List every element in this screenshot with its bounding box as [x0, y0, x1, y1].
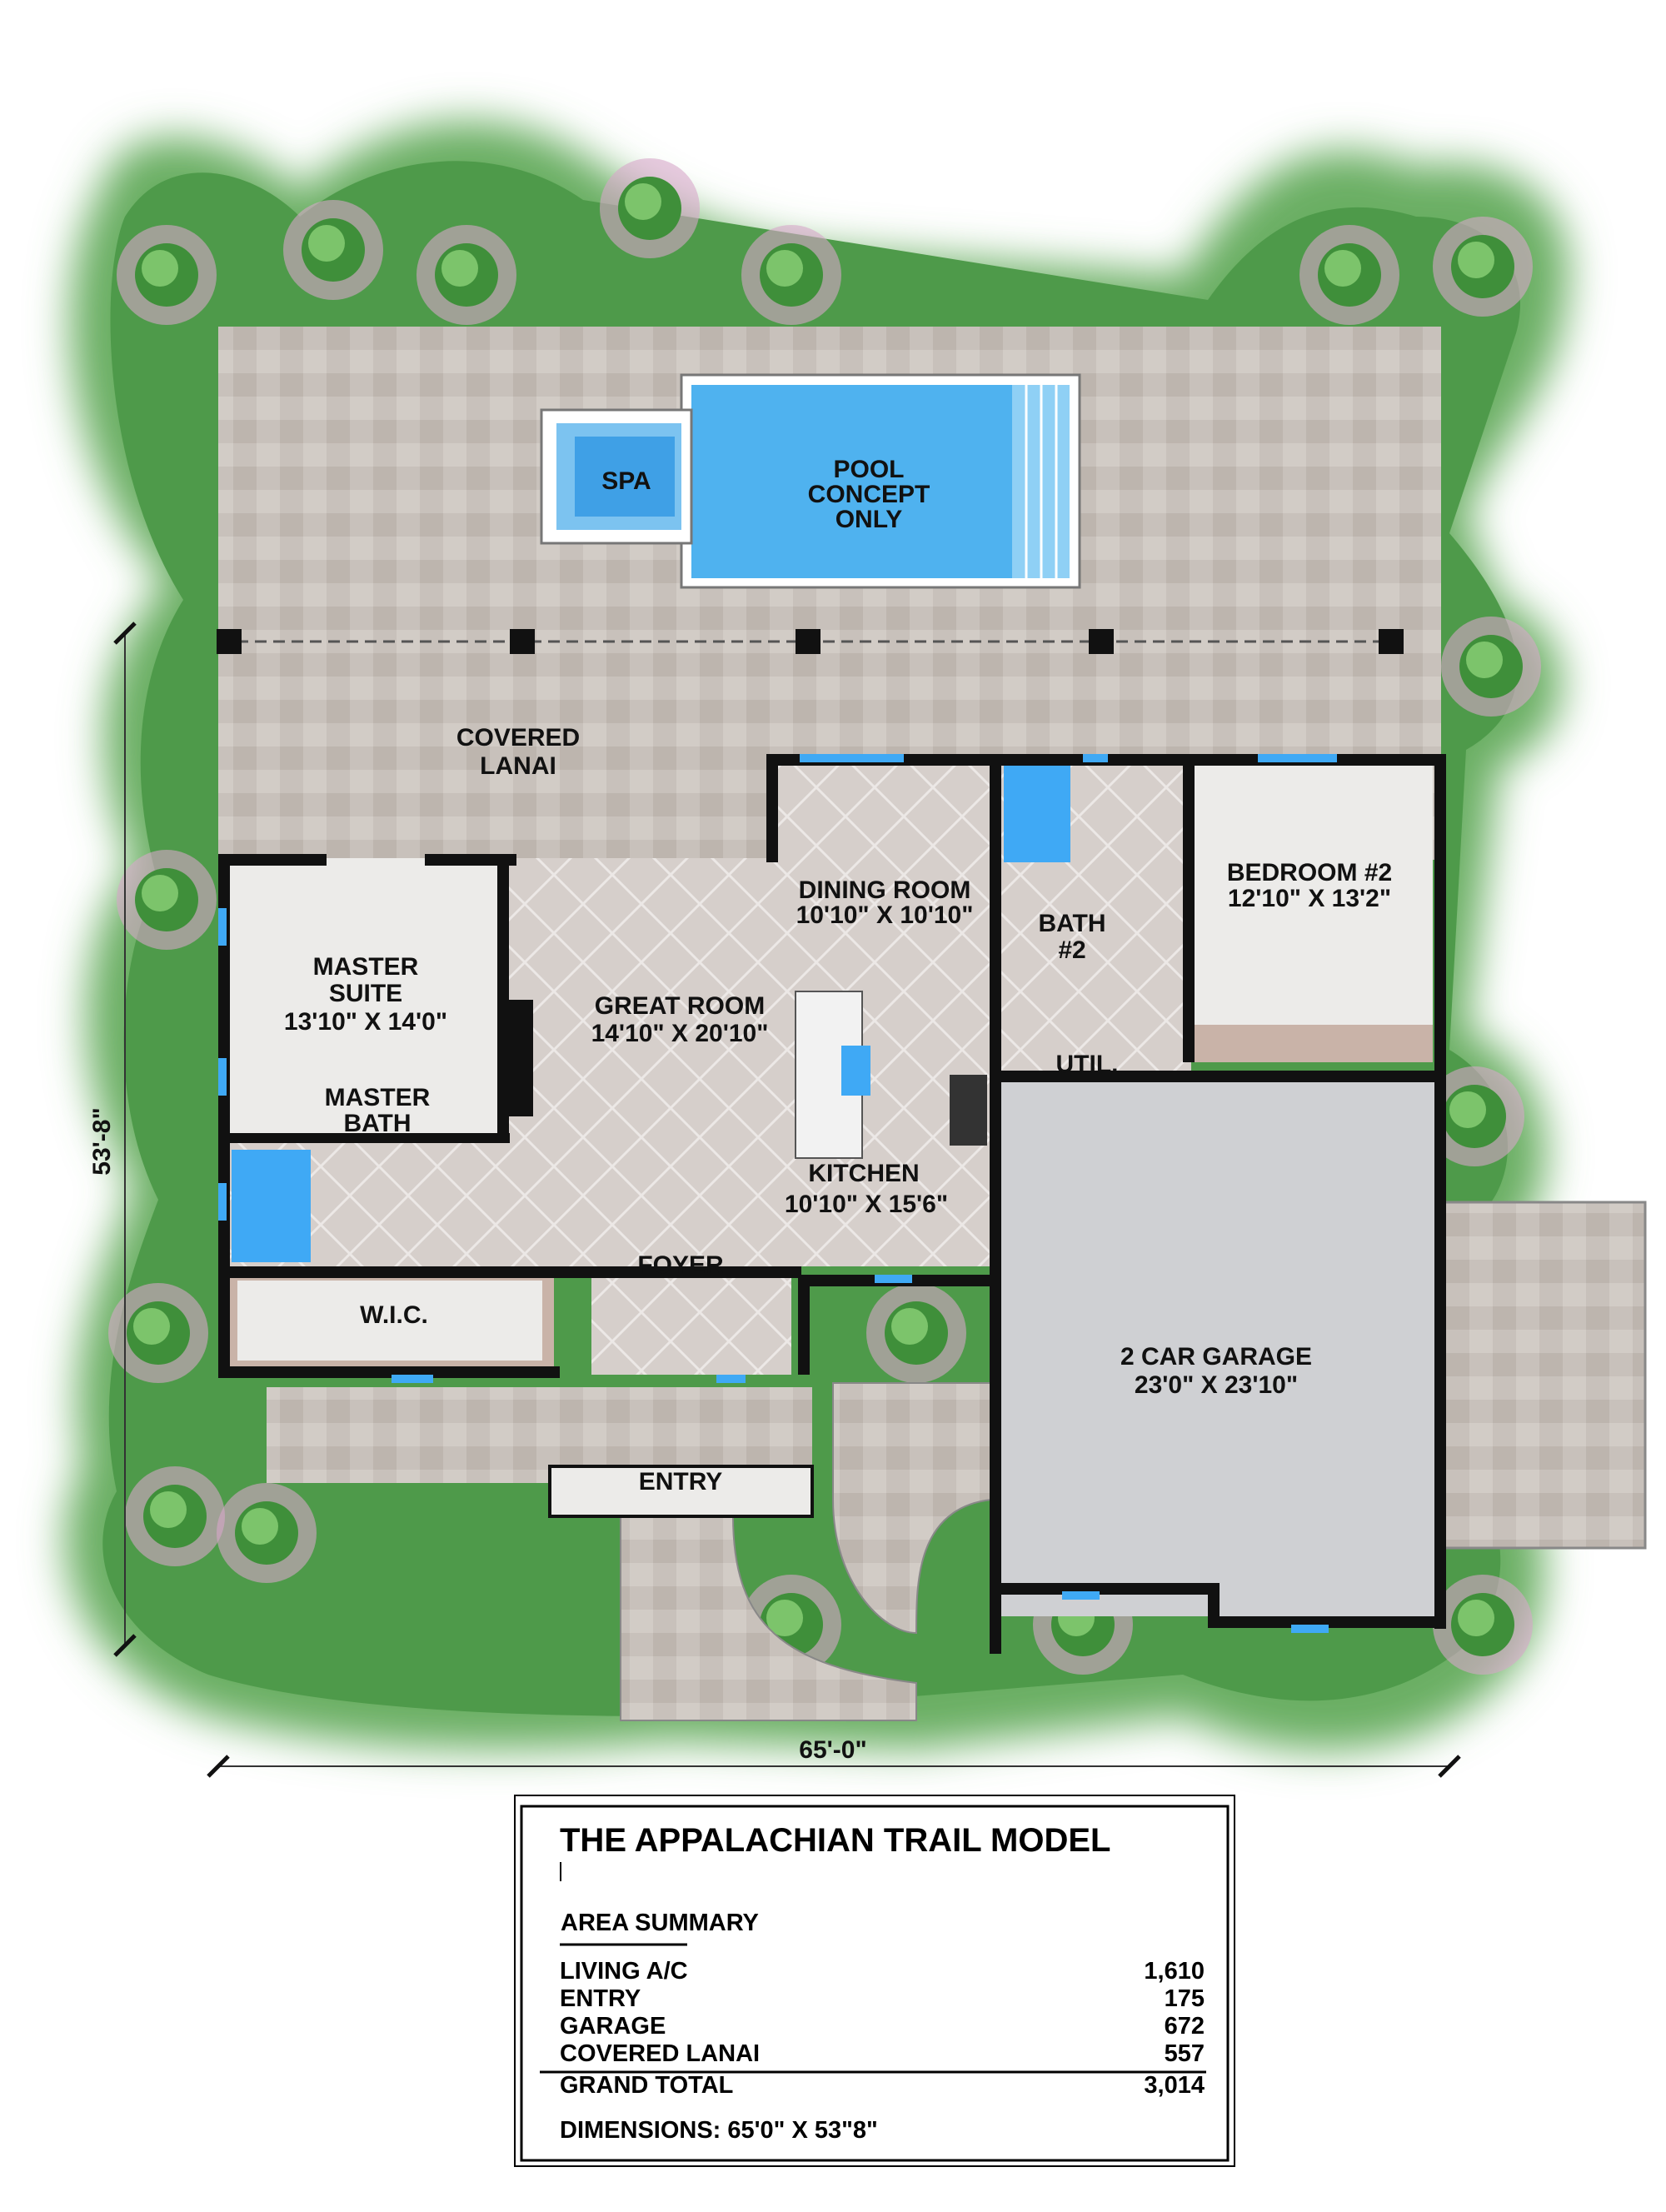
walkway-curve [832, 1382, 992, 1635]
plant [117, 850, 217, 950]
bath2-label-2: #2 [1058, 936, 1085, 964]
summary-row-value: 557 [1165, 2040, 1205, 2067]
master-suite-size: 13'10" X 14'0" [284, 1008, 447, 1036]
master-shower [232, 1150, 311, 1262]
pool-label-1: POOL [833, 456, 904, 483]
summary-row-value: 672 [1165, 2013, 1205, 2040]
covered-lanai-label-1: COVERED [456, 724, 580, 751]
garage-floor [995, 1075, 1441, 1616]
area-summary-heading: AREA SUMMARY [561, 1910, 759, 1936]
summary-row-value: 175 [1165, 1985, 1205, 2012]
grand-total-label: GRAND TOTAL [560, 2072, 733, 2099]
width-dimension: 65'-0" [799, 1736, 866, 1764]
range [950, 1075, 987, 1146]
dining-room-size: 10'10" X 10'10" [796, 901, 974, 929]
dining-floor [771, 754, 995, 921]
plant [741, 225, 841, 325]
walkway [620, 1515, 917, 1721]
plant [108, 1283, 208, 1383]
plant [117, 225, 217, 325]
bath2-shower [1004, 762, 1070, 862]
garage-label: 2 CAR GARAGE [1120, 1343, 1312, 1371]
dimensions-text: DIMENSIONS: 65'0" X 53"8" [560, 2117, 878, 2144]
covered-lanai-label-2: LANAI [480, 752, 556, 780]
spa-label: SPA [601, 467, 651, 495]
grand-total-value: 3,014 [1144, 2072, 1205, 2099]
room-labels: COVERED LANAI DINING ROOM 10'10" X 10'10… [284, 724, 1392, 1495]
great-room-size: 14'10" X 20'10" [591, 1020, 769, 1047]
foyer-floor [591, 1275, 791, 1375]
great-room-label: GREAT ROOM [595, 992, 765, 1020]
master-bath-label-1: MASTER [325, 1084, 431, 1111]
wic-label: W.I.C. [360, 1301, 428, 1329]
driveway [1439, 1201, 1647, 1550]
bath2-label-1: BATH [1038, 910, 1105, 937]
bedroom2-size: 12'10" X 13'2" [1228, 885, 1391, 912]
dimension-lines: 53'-8" 65'-0" [88, 622, 1461, 1778]
master-suite-floor [225, 858, 500, 1133]
bedroom2-floor [1191, 762, 1433, 1025]
plant [866, 1283, 966, 1383]
master-bath-label-2: BATH [343, 1110, 411, 1137]
plant-clusters [108, 158, 1541, 1675]
bedroom2-label: BEDROOM #2 [1227, 859, 1392, 886]
windows [218, 754, 1337, 1633]
pool: SPA POOL CONCEPT ONLY [540, 373, 1081, 589]
entry-step [548, 1465, 814, 1518]
pool-label-2: CONCEPT [808, 481, 930, 508]
depth-dimension: 53'-8" [88, 1107, 116, 1175]
garage-size: 23'0" X 23'10" [1135, 1371, 1298, 1399]
kitchen-size: 10'10" X 15'6" [785, 1191, 948, 1218]
summary-row-label: LIVING A/C [560, 1958, 688, 1985]
summary-row-label: GARAGE [560, 2013, 666, 2040]
dining-room-label: DINING ROOM [799, 876, 971, 904]
plant [217, 1483, 317, 1583]
model-title: THE APPALACHIAN TRAIL MODEL [560, 1822, 1110, 1859]
plant [600, 158, 700, 258]
pool-label-3: ONLY [835, 506, 903, 533]
plant [1424, 1066, 1524, 1166]
foyer-label: FOYER [637, 1251, 724, 1279]
plant [1299, 225, 1399, 325]
plant [125, 1466, 225, 1566]
summary-row-label: COVERED LANAI [560, 2040, 760, 2067]
area-summary-box: THE APPALACHIAN TRAIL MODEL AREA SUMMARY… [514, 1795, 1235, 2167]
summary-row-value: 1,610 [1144, 1958, 1205, 1985]
kitchen-label: KITCHEN [808, 1160, 919, 1187]
plant [1433, 1575, 1533, 1675]
entry-label: ENTRY [639, 1468, 723, 1495]
master-suite-label-1: MASTER [313, 953, 419, 981]
plant [1441, 617, 1541, 717]
summary-row-label: ENTRY [560, 1985, 641, 2012]
util-label: UTIL. [1056, 1051, 1119, 1078]
plant [416, 225, 516, 325]
plant [283, 200, 383, 300]
plant [1433, 217, 1533, 317]
lanai-columns [217, 629, 1404, 654]
master-suite-label-2: SUITE [329, 980, 402, 1007]
great-room-floor [500, 858, 1000, 1266]
